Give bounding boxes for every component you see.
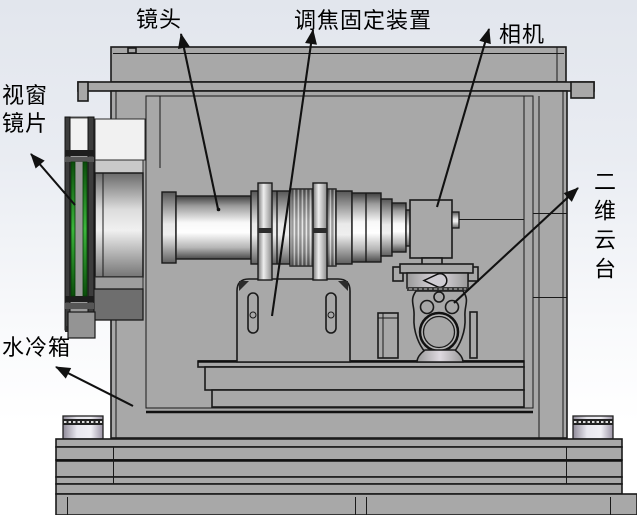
two-axis-gimbal: [377, 263, 479, 363]
base-plate-1: [55, 438, 623, 448]
lens-ring: [335, 190, 353, 265]
lens-clamp-straps: [257, 182, 328, 281]
leader-window-lens: [30, 153, 76, 206]
gimbal-side-block-left: [377, 312, 399, 359]
leader-camera: [435, 28, 491, 208]
window-lower-mount: [67, 311, 96, 339]
camera-body: [409, 199, 524, 266]
lens-barrel: [161, 188, 412, 267]
label-water-cooling-box: 水冷箱: [2, 335, 72, 360]
lid-latch: [127, 47, 137, 54]
gimbal-base: [416, 349, 464, 363]
lid-flange: [77, 81, 595, 92]
bracket-slot: [247, 292, 259, 334]
label-two-axis-gimbal: 二维云台: [591, 170, 616, 286]
base-slab: [55, 493, 637, 515]
window-assembly: [64, 116, 146, 339]
gimbal-knurl-band: [407, 287, 468, 291]
gimbal-ear: [444, 299, 460, 315]
bracket-notch-left: [239, 281, 249, 291]
bracket-slot: [325, 292, 337, 334]
gimbal-side-strip-right: [469, 311, 478, 359]
lens-main-tube: [175, 195, 252, 260]
window-glass-pane: [82, 161, 88, 297]
base-plate-4: [55, 476, 623, 485]
mounting-table: [197, 360, 525, 408]
label-camera: 相机: [499, 22, 546, 47]
label-focus-fixture: 调焦固定装置: [294, 8, 433, 33]
label-lens: 镜头: [136, 7, 183, 32]
gimbal-tab-left: [392, 266, 404, 282]
leader-gimbal: [453, 187, 579, 304]
base-plate-2: [55, 446, 623, 461]
window-top-block: [94, 118, 146, 161]
lens-end-cap: [161, 191, 177, 264]
lid: [110, 46, 567, 83]
flange-hook-right: [570, 81, 595, 99]
bracket-notch-right: [338, 281, 348, 291]
gimbal-top-bump: [433, 291, 445, 303]
base-plate-5: [55, 483, 623, 495]
lens-reducer: [380, 198, 393, 257]
gimbal-ear: [419, 299, 435, 315]
window-glass-pane: [70, 161, 76, 297]
machine-base: [55, 415, 637, 515]
leader-focus-fixture: [270, 29, 317, 317]
camera-connector: [451, 211, 460, 229]
window-tube: [94, 172, 144, 278]
gimbal-top-flange: [399, 263, 474, 274]
leader-arrows: [30, 28, 579, 407]
window-bottom-clamp: [87, 288, 144, 321]
inner-cavity: [145, 95, 534, 409]
leader-water-cooling-box: [55, 366, 134, 407]
label-window-lens: 视窗 镜片: [2, 83, 49, 136]
base-plate-3: [55, 459, 623, 478]
flange-hook-left: [77, 81, 89, 102]
lens-rear-tube: [391, 202, 407, 253]
leader-lens: [178, 33, 220, 210]
focus-fixture-bracket: [236, 278, 351, 363]
